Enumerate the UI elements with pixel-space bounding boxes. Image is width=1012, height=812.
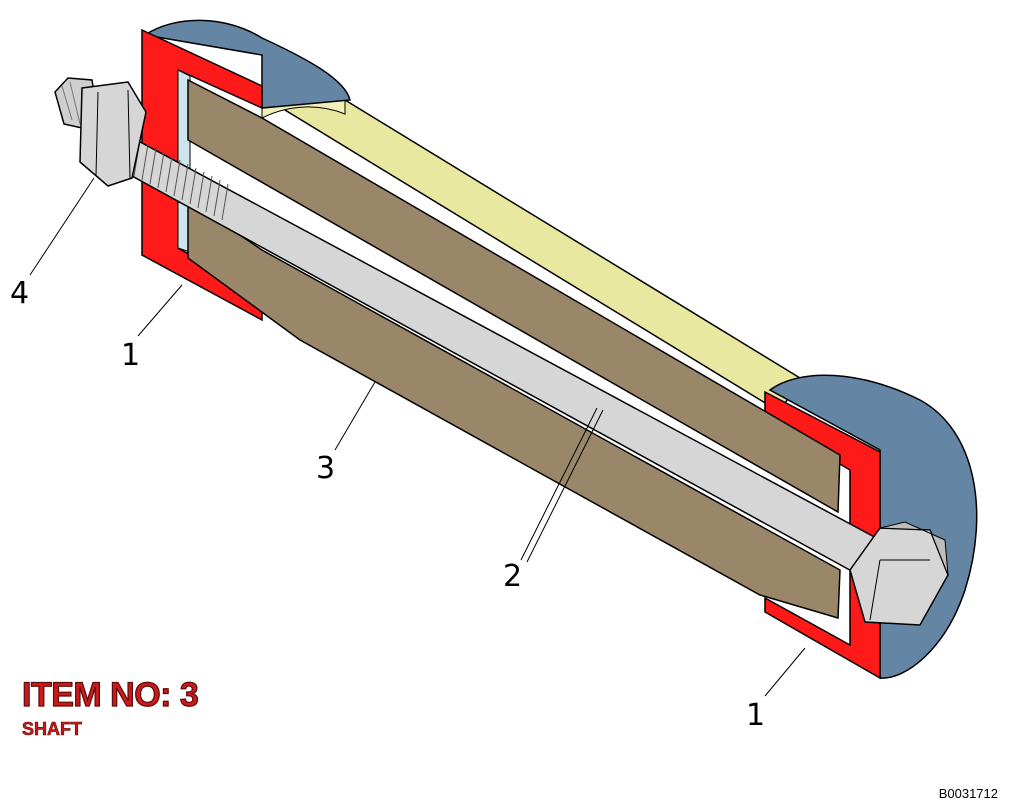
item-name-label: SHAFT — [22, 719, 83, 740]
callout-1-left: 1 — [121, 338, 140, 373]
drawing-code: B0031712 — [938, 786, 998, 801]
bolt-head — [849, 521, 949, 626]
leader-lines — [29, 177, 806, 697]
rubber-bushing-upper — [187, 78, 841, 514]
callout-2: 2 — [503, 559, 522, 594]
left-cap-outer — [143, 19, 351, 109]
callout-4: 4 — [10, 276, 29, 311]
callout-1-right: 1 — [746, 698, 765, 733]
nut — [54, 77, 147, 187]
callout-3: 3 — [316, 451, 335, 486]
rubber-bushing-lower — [187, 198, 841, 619]
item-number-label: ITEM NO: 3 — [21, 675, 199, 714]
